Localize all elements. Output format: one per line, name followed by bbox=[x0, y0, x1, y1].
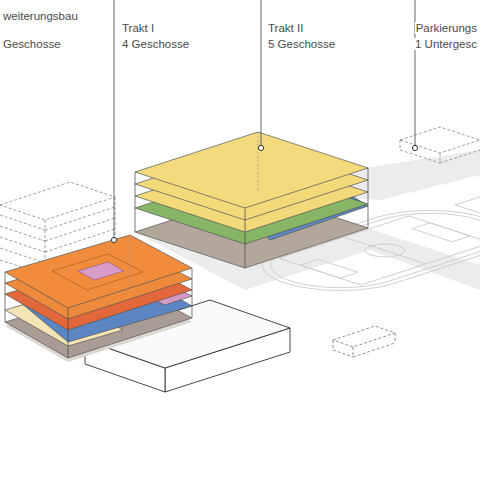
floor-count: 4 Geschosse bbox=[121, 38, 190, 50]
building-label: Parkierungs bbox=[415, 22, 478, 34]
trakt-2-volume bbox=[135, 132, 368, 268]
label-holder: Trakt II bbox=[267, 18, 304, 36]
label-holder: 1 Untergesc bbox=[414, 34, 478, 52]
label-holder: 5 Geschosse bbox=[267, 34, 336, 52]
floor-count: 5 Geschosse bbox=[267, 38, 336, 50]
building-label: weiterungsbau bbox=[2, 10, 79, 22]
building-label: Trakt II bbox=[267, 22, 304, 34]
label-holder: weiterungsbau bbox=[2, 6, 79, 24]
label-holder: Trakt I bbox=[121, 18, 155, 36]
label-holder: Parkierungs bbox=[415, 18, 478, 36]
trakt-1-volume bbox=[5, 235, 192, 362]
label-holder: Geschosse bbox=[2, 34, 62, 52]
building-label: Trakt I bbox=[121, 22, 155, 34]
leader-lines bbox=[114, 0, 415, 238]
parking-outline bbox=[400, 127, 480, 163]
leader-dots bbox=[111, 145, 417, 242]
floor-count: Geschosse bbox=[2, 38, 62, 50]
floor-count: 1 Untergesc bbox=[414, 38, 478, 50]
label-holder: 4 Geschosse bbox=[121, 34, 190, 52]
small-building-outline bbox=[333, 326, 395, 357]
